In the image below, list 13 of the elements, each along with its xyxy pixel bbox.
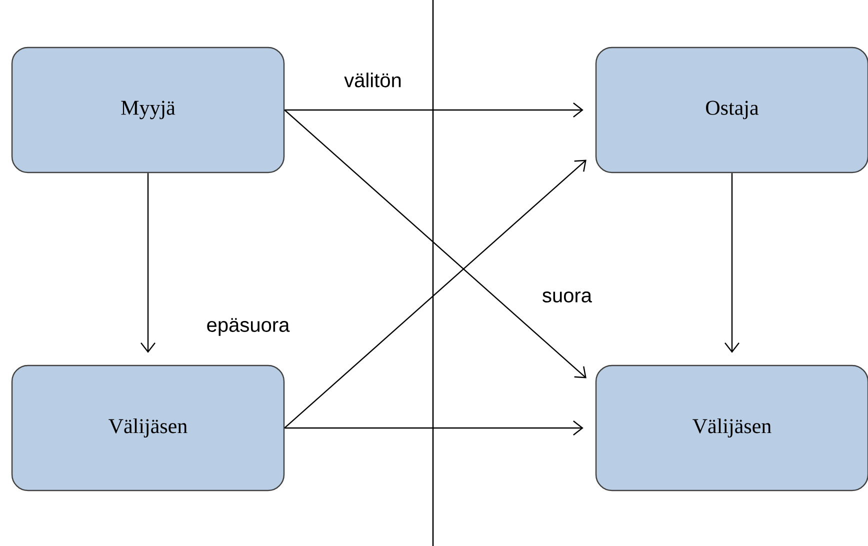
edge-label: suora [540, 290, 594, 304]
process-box: Ostaja [595, 46, 868, 174]
process-box: Myyjä [11, 46, 285, 174]
process-box: Välijäsen [595, 364, 868, 492]
arrow [284, 102, 584, 118]
arrow [284, 420, 584, 436]
arrow [724, 173, 740, 353]
process-box: Välijäsen [11, 364, 285, 492]
arrow [284, 110, 586, 378]
arrow [284, 160, 586, 428]
arrow [140, 173, 156, 353]
edge-label: välitön [342, 70, 404, 90]
edge-label: epäsuora [204, 316, 292, 338]
